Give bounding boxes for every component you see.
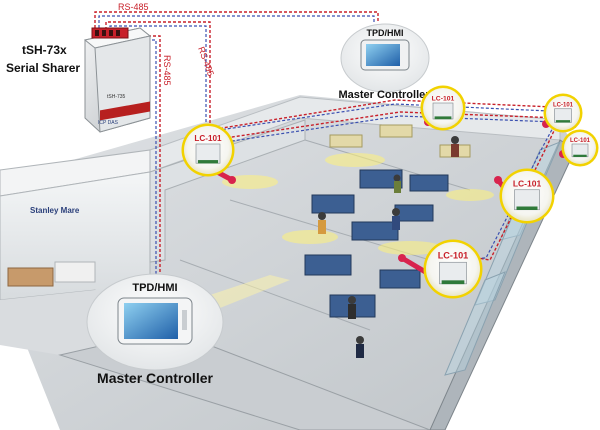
bus-left: [118, 35, 161, 290]
lc-label: LC-101: [432, 95, 455, 102]
reception-sofa: [7, 267, 54, 287]
bus-ceiling-loop: [211, 111, 562, 261]
lc-terminal: [197, 160, 219, 164]
lc-label: LC-101: [570, 138, 591, 144]
reception-logo: Stanley Mare: [30, 206, 80, 215]
lc-arrow-head: [494, 176, 502, 184]
lc-101-badge: LC-101: [398, 239, 483, 299]
label-rs485-right: RS-485: [196, 45, 216, 77]
lc-terminal: [555, 120, 571, 123]
lc-101-badge: LC-101: [559, 129, 599, 167]
hmi-top: TPD/HMI Master Controller: [338, 23, 430, 101]
hmi-bottom-screen: [124, 303, 178, 339]
hmi-bottom: TPD/HMI Master Controller: [86, 273, 290, 386]
light-pools: [222, 153, 494, 255]
device-model: tSH-735: [107, 94, 126, 100]
hmi-bottom-label: TPD/HMI: [132, 282, 177, 294]
lc-label: LC-101: [194, 134, 222, 143]
lc-arrow-head: [398, 254, 406, 262]
reception-desk: [54, 261, 96, 283]
lc-101-badge: LC-101: [420, 85, 466, 131]
lc-terminal: [516, 206, 538, 210]
lc-terminal: [434, 116, 452, 120]
lc-terminal: [441, 280, 465, 285]
lc-label: LC-101: [553, 103, 574, 109]
label-rs485-top: RS-485: [118, 2, 149, 12]
lc-101-badge: LC-101: [494, 168, 555, 224]
hmi-top-screen: [366, 44, 400, 66]
hmi-top-caption: Master Controller: [338, 89, 430, 101]
label-rs485-left: RS-485: [162, 55, 172, 86]
building: Stanley Mare: [0, 95, 576, 430]
lc-label: LC-101: [438, 251, 469, 261]
serial-sharer-device: ICP DAS tSH-735 tSH-73x Serial Sharer: [6, 27, 152, 133]
lc-101-badge: LC-101: [542, 93, 583, 133]
hmi-top-label: TPD/HMI: [367, 28, 404, 38]
device-brand: ICP DAS: [98, 120, 119, 126]
hmi-bottom-caption: Master Controller: [97, 370, 213, 386]
device-base: [100, 101, 150, 121]
device-subtitle: Serial Sharer: [6, 61, 80, 75]
terminal-block: [91, 27, 129, 39]
lc-arrow-head: [228, 176, 236, 184]
office-people: [318, 136, 459, 358]
bus-top: [94, 11, 379, 28]
lc-terminal: [573, 154, 587, 157]
lc-label: LC-101: [513, 179, 542, 189]
lc-101-badge: LC-101: [181, 123, 236, 184]
device-name: tSH-73x: [22, 43, 67, 57]
